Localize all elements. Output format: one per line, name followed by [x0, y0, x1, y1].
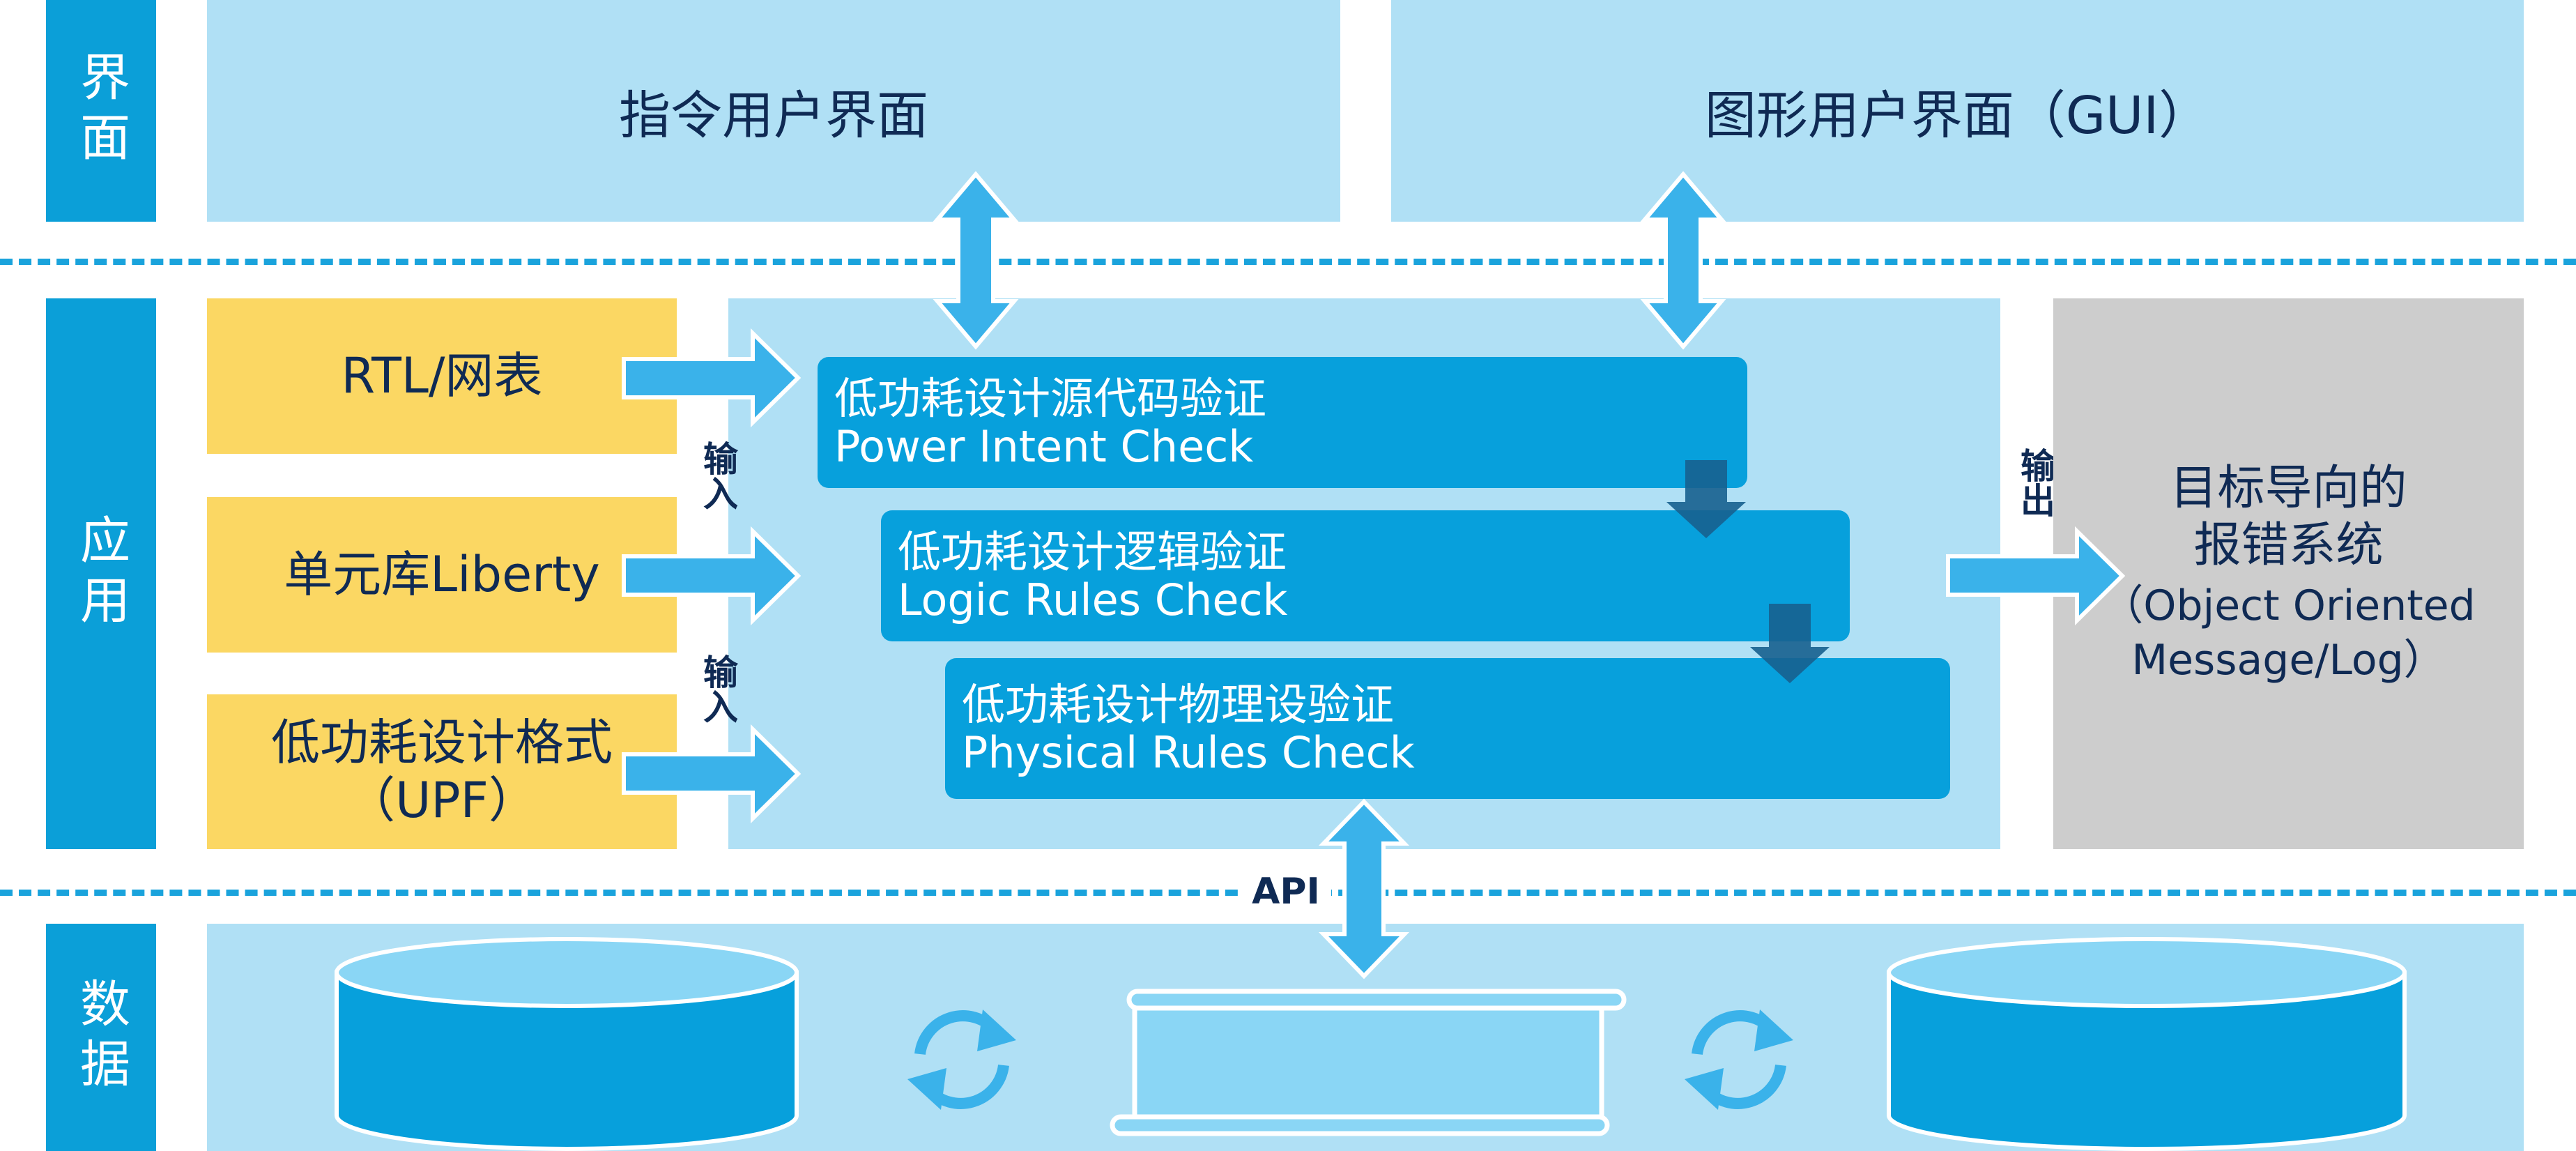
upf-database-line2: 信息模型数据库	[1976, 1054, 2317, 1112]
separator-interface-application	[0, 259, 2576, 265]
error-report-subtitle-2: Message/Log）	[2131, 635, 2446, 685]
error-report-title-1: 目标导向的	[2170, 461, 2407, 517]
upf-database-line1: UPF	[2100, 998, 2193, 1055]
upf-label-line2: （UPF）	[346, 772, 537, 829]
gui-panel: 图形用户界面（GUI）	[1391, 0, 2524, 222]
core-database-label: 核心数据库	[443, 1034, 687, 1091]
layer-label-data: 数据	[46, 924, 156, 1151]
physical-rules-check-box: 低功耗设计物理设验证 Physical Rules Check	[945, 658, 1950, 799]
upf-input: 低功耗设计格式 （UPF）	[207, 694, 677, 849]
output-label: 输出	[2015, 448, 2055, 517]
power-intent-check-box: 低功耗设计源代码验证 Power Intent Check	[818, 357, 1747, 488]
command-ui-panel: 指令用户界面	[207, 0, 1340, 222]
command-ui-title: 指令用户界面	[619, 85, 928, 146]
physical-rules-check-en: Physical Rules Check	[962, 727, 1415, 778]
logic-rules-check-cn: 低功耗设计逻辑验证	[898, 526, 1287, 577]
error-report-title-2: 报错系统	[2193, 518, 2384, 573]
logic-rules-check-box: 低功耗设计逻辑验证 Logic Rules Check	[881, 510, 1850, 641]
gui-title: 图形用户界面（GUI）	[1704, 85, 2211, 146]
liberty-input: 单元库Liberty	[207, 497, 677, 653]
input-label-2: 输入	[698, 654, 738, 724]
upf-label-line1: 低功耗设计格式	[271, 714, 613, 772]
input-label-1: 输入	[698, 441, 738, 510]
upf-database-label: UPF 信息模型数据库	[1889, 998, 2405, 1111]
physical-rules-check-cn: 低功耗设计物理设验证	[962, 678, 1395, 730]
error-report-system-panel: 目标导向的 报错系统 （Object Oriented Message/Log）	[2053, 298, 2524, 849]
power-intent-check-cn: 低功耗设计源代码验证	[834, 372, 1267, 424]
power-intent-check-en: Power Intent Check	[834, 421, 1254, 472]
layer-label-application: 应用	[46, 298, 156, 849]
layer-label-interface: 界面	[46, 0, 156, 222]
rtl-netlist-label: RTL/网表	[341, 347, 543, 405]
database-interface-label: 数据库接口	[1219, 1041, 1512, 1109]
error-report-subtitle-1: （Object Oriented	[2101, 581, 2476, 630]
api-label: API	[1241, 870, 1331, 914]
liberty-label: 单元库Liberty	[284, 546, 600, 604]
logic-rules-check-en: Logic Rules Check	[898, 574, 1288, 625]
rtl-netlist-input: RTL/网表	[207, 298, 677, 454]
